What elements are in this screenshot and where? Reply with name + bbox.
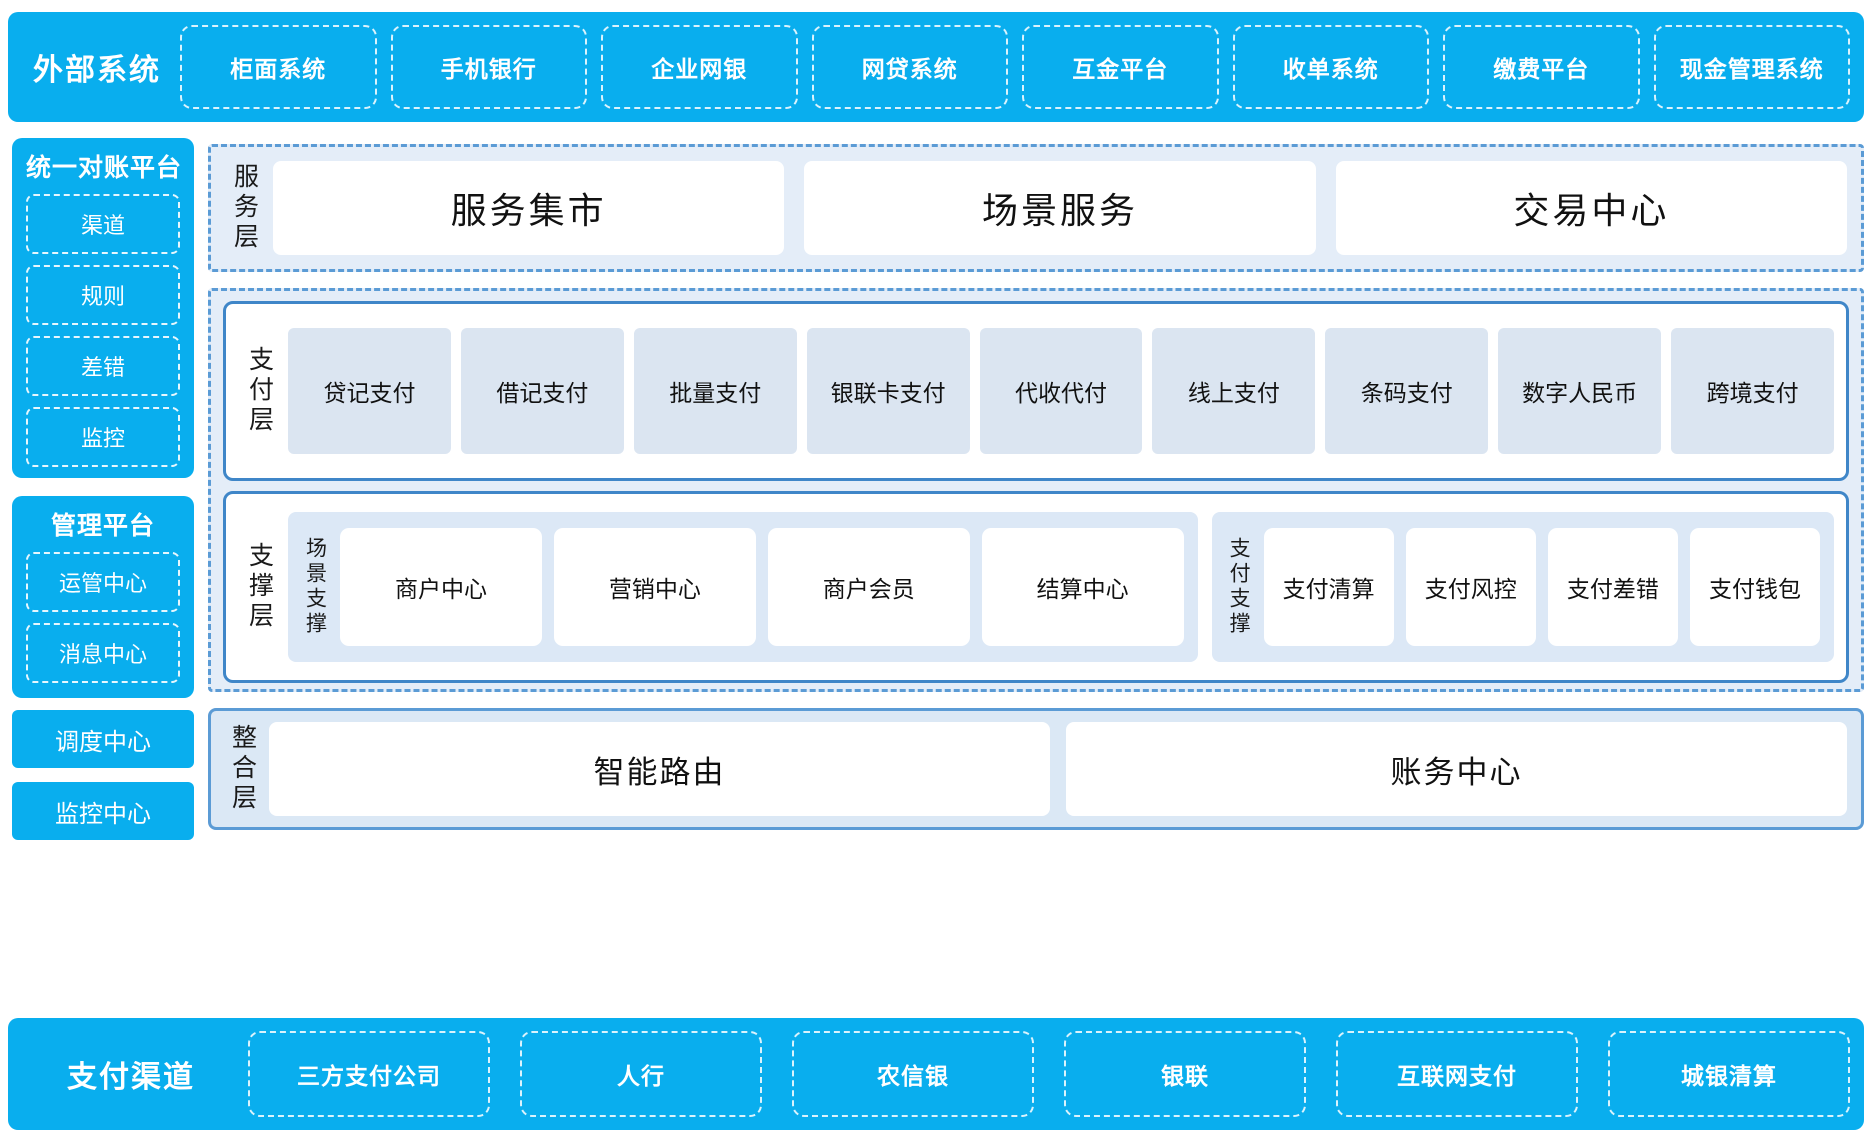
payment-item-online[interactable]: 线上支付 — [1152, 328, 1316, 454]
support-group-label: 场景支撑 — [303, 537, 327, 637]
external-system-item[interactable]: 互金平台 — [1022, 25, 1219, 109]
core-platform-container: 支付层 贷记支付 借记支付 批量支付 银联卡支付 代收代付 线上支付 条码支付 … — [208, 288, 1864, 692]
support-item-settlement-center[interactable]: 结算中心 — [981, 528, 1184, 646]
support-group-payment: 支付支撑 支付清算 支付风控 支付差错 支付钱包 — [1211, 512, 1834, 662]
payment-channel-item[interactable]: 人行 — [520, 1031, 762, 1117]
external-systems-title: 外部系统 — [33, 54, 161, 87]
payment-channel-item[interactable]: 农信银 — [792, 1031, 1034, 1117]
payment-item-credit[interactable]: 贷记支付 — [288, 328, 451, 454]
support-layer-label: 支撑层 — [245, 542, 274, 632]
payment-item-collection-payment[interactable]: 代收代付 — [979, 328, 1143, 454]
external-system-item[interactable]: 企业网银 — [601, 25, 798, 109]
support-item-merchant-member[interactable]: 商户会员 — [767, 528, 970, 646]
service-layer: 服务层 服务集市 场景服务 交易中心 — [208, 144, 1864, 272]
support-group-scenario: 场景支撑 商户中心 营销中心 商户会员 结算中心 — [288, 512, 1198, 662]
payment-item-barcode[interactable]: 条码支付 — [1325, 328, 1489, 454]
external-system-item[interactable]: 收单系统 — [1232, 25, 1429, 109]
sidebar-panel-title: 管理平台 — [50, 512, 155, 540]
payment-layer: 支付层 贷记支付 借记支付 批量支付 银联卡支付 代收代付 线上支付 条码支付 … — [223, 301, 1849, 481]
payment-item-unionpay-card[interactable]: 银联卡支付 — [806, 328, 970, 454]
external-systems-bar: 外部系统 柜面系统 手机银行 企业网银 网贷系统 互金平台 收单系统 缴费平台 … — [8, 12, 1864, 122]
service-item-marketplace[interactable]: 服务集市 — [273, 161, 785, 255]
service-item-transaction-center[interactable]: 交易中心 — [1335, 161, 1847, 255]
support-layer-groups: 场景支撑 商户中心 营销中心 商户会员 结算中心 支付支撑 支付清算 支付风控 — [288, 512, 1834, 662]
payment-item-digital-rmb[interactable]: 数字人民币 — [1498, 328, 1662, 454]
sidebar-item-rule[interactable]: 规则 — [26, 265, 180, 325]
sidebar-item-channel[interactable]: 渠道 — [26, 194, 180, 254]
support-layer: 支撑层 场景支撑 商户中心 营销中心 商户会员 结算中心 支付支撑 — [223, 491, 1849, 683]
payment-channels-items: 三方支付公司 人行 农信银 银联 互联网支付 城银清算 — [248, 1031, 1850, 1117]
sidebar-item-monitoring-center[interactable]: 监控中心 — [12, 782, 194, 840]
payment-channel-item[interactable]: 银联 — [1064, 1031, 1306, 1117]
external-systems-items: 柜面系统 手机银行 企业网银 网贷系统 互金平台 收单系统 缴费平台 现金管理系… — [180, 25, 1850, 109]
payment-layer-items: 贷记支付 借记支付 批量支付 银联卡支付 代收代付 线上支付 条码支付 数字人民… — [288, 328, 1835, 454]
sidebar-item-operations-center[interactable]: 运管中心 — [26, 552, 180, 612]
sidebar-panel-management: 管理平台 运管中心 消息中心 — [12, 496, 194, 698]
sidebar-panel-title: 统一对账平台 — [26, 154, 183, 182]
sidebar-item-error[interactable]: 差错 — [26, 336, 180, 396]
support-item-marketing-center[interactable]: 营销中心 — [553, 528, 756, 646]
payment-item-batch[interactable]: 批量支付 — [633, 328, 797, 454]
integration-item-accounting-center[interactable]: 账务中心 — [1066, 722, 1847, 816]
payment-channels-bar: 支付渠道 三方支付公司 人行 农信银 银联 互联网支付 城银清算 — [8, 1018, 1864, 1130]
left-sidebar: 统一对账平台 渠道 规则 差错 监控 管理平台 运管中心 消息中心 调度中心 监… — [8, 138, 198, 1010]
integration-layer: 整合层 智能路由 账务中心 — [208, 708, 1864, 830]
payment-channel-item[interactable]: 城银清算 — [1608, 1031, 1850, 1117]
sidebar-panel-reconciliation: 统一对账平台 渠道 规则 差错 监控 — [12, 138, 194, 478]
external-system-item[interactable]: 网贷系统 — [811, 25, 1008, 109]
payment-item-cross-border[interactable]: 跨境支付 — [1671, 328, 1835, 454]
integration-layer-label: 整合层 — [228, 724, 257, 814]
payment-channel-item[interactable]: 三方支付公司 — [248, 1031, 490, 1117]
payment-channels-title: 支付渠道 — [67, 1061, 195, 1094]
service-layer-items: 服务集市 场景服务 交易中心 — [273, 161, 1847, 255]
external-system-item[interactable]: 柜面系统 — [180, 25, 377, 109]
sidebar-item-monitor[interactable]: 监控 — [26, 407, 180, 467]
support-item-payment-error[interactable]: 支付差错 — [1547, 528, 1678, 646]
integration-layer-items: 智能路由 账务中心 — [269, 722, 1847, 816]
payment-channel-item[interactable]: 互联网支付 — [1336, 1031, 1578, 1117]
external-system-item[interactable]: 缴费平台 — [1443, 25, 1640, 109]
integration-item-smart-routing[interactable]: 智能路由 — [269, 722, 1050, 816]
support-group-label: 支付支撑 — [1227, 537, 1251, 637]
support-group-items: 支付清算 支付风控 支付差错 支付钱包 — [1263, 528, 1820, 646]
payment-item-debit[interactable]: 借记支付 — [460, 328, 624, 454]
support-item-payment-clearing[interactable]: 支付清算 — [1263, 528, 1394, 646]
support-item-merchant-center[interactable]: 商户中心 — [340, 528, 542, 646]
main-layers: 服务层 服务集市 场景服务 交易中心 支付层 贷记支付 借记支付 批量支付 银联… — [208, 136, 1864, 1012]
service-layer-label: 服务层 — [230, 163, 259, 253]
sidebar-item-dispatch-center[interactable]: 调度中心 — [12, 710, 194, 768]
external-system-item[interactable]: 现金管理系统 — [1653, 25, 1850, 109]
external-system-item[interactable]: 手机银行 — [390, 25, 587, 109]
support-item-payment-risk[interactable]: 支付风控 — [1405, 528, 1536, 646]
payment-layer-label: 支付层 — [245, 346, 274, 436]
sidebar-item-message-center[interactable]: 消息中心 — [26, 623, 180, 683]
support-item-payment-wallet[interactable]: 支付钱包 — [1689, 528, 1820, 646]
support-group-items: 商户中心 营销中心 商户会员 结算中心 — [340, 528, 1184, 646]
service-item-scenario[interactable]: 场景服务 — [804, 161, 1316, 255]
